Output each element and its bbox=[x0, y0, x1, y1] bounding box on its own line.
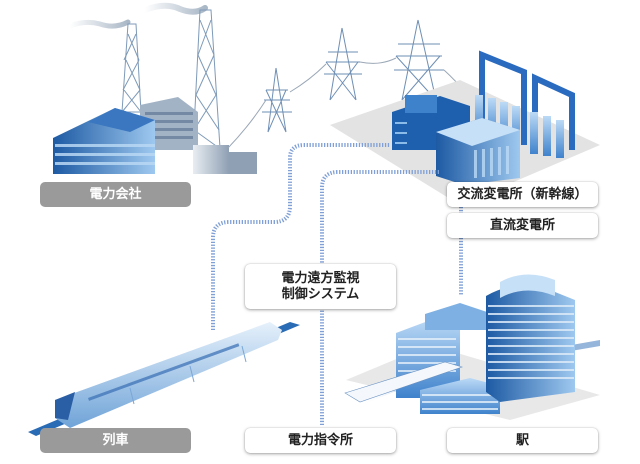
connection-command-center-to-substation bbox=[320, 170, 440, 425]
power-line bbox=[359, 57, 397, 64]
train-illustration bbox=[28, 322, 300, 436]
smoke bbox=[67, 19, 131, 29]
annex bbox=[193, 145, 229, 174]
label-station: 駅 bbox=[447, 428, 598, 453]
tower bbox=[324, 27, 362, 101]
label-line: 電力遠方監視 bbox=[281, 270, 360, 286]
insulators bbox=[475, 95, 564, 158]
label-ac-substation: 交流変電所（新幹線） bbox=[447, 182, 598, 207]
train-body bbox=[55, 322, 282, 428]
annex bbox=[229, 152, 257, 174]
label-dc-substation: 直流変電所 bbox=[447, 213, 598, 238]
label-power-company: 電力会社 bbox=[40, 182, 191, 207]
connections bbox=[211, 143, 463, 425]
power-line bbox=[227, 99, 267, 149]
station-illustration bbox=[344, 274, 600, 420]
power-plant-illustration bbox=[53, 2, 257, 174]
tower bbox=[394, 19, 444, 101]
power-line bbox=[289, 63, 327, 93]
label-power-command-center: 電力指令所 bbox=[245, 428, 396, 453]
smokestack bbox=[121, 23, 142, 113]
label-line: 制御システム bbox=[281, 286, 360, 302]
substation-illustration bbox=[330, 50, 600, 205]
tower bbox=[262, 67, 292, 133]
label-train: 列車 bbox=[40, 428, 191, 453]
label-remote-control-system: 電力遠方監視 制御システム bbox=[245, 264, 396, 309]
shinkansen bbox=[344, 361, 463, 403]
smoke bbox=[142, 2, 208, 15]
tower-building bbox=[486, 285, 575, 402]
